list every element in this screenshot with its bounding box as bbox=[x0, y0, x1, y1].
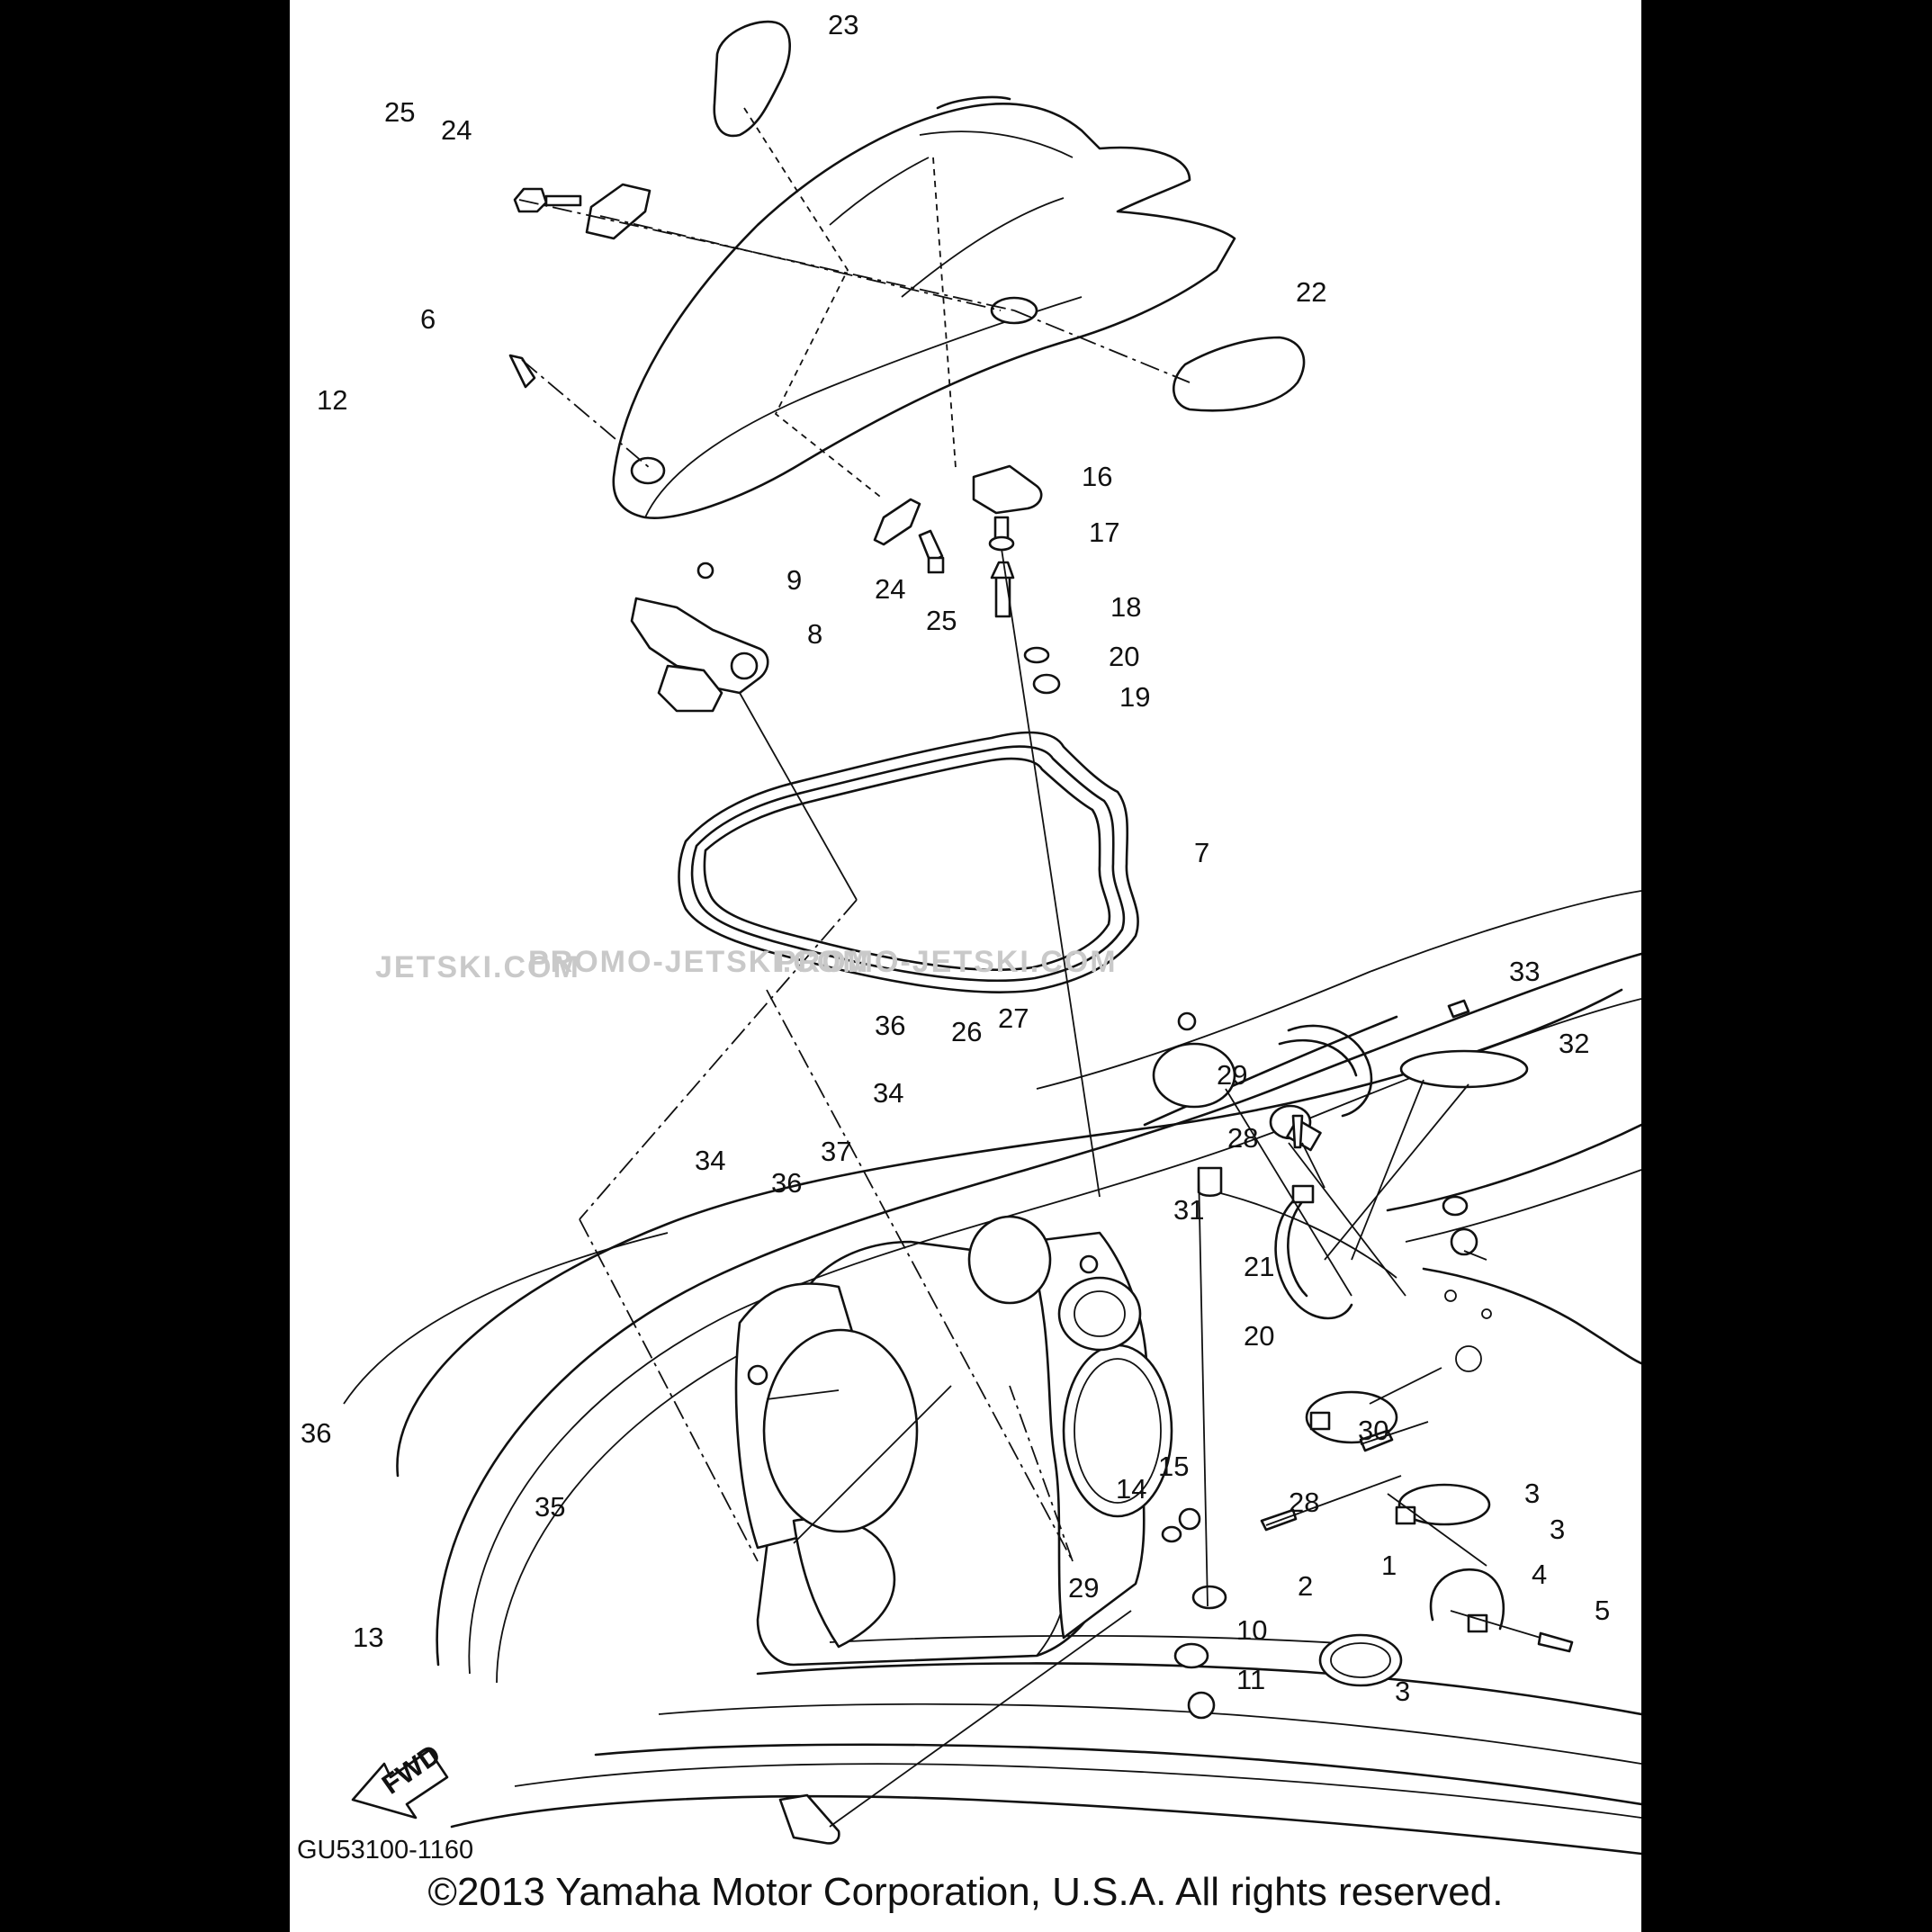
nut-19 bbox=[1032, 673, 1061, 695]
callout-25: 25 bbox=[384, 96, 415, 128]
nut-11 bbox=[1187, 1691, 1216, 1720]
callout-23: 23 bbox=[828, 9, 858, 40]
callout-19: 19 bbox=[1119, 681, 1150, 713]
callout-17: 17 bbox=[1089, 517, 1119, 548]
band-30 bbox=[1305, 1390, 1398, 1444]
screw-36 bbox=[1177, 1011, 1197, 1031]
callout-37: 37 bbox=[821, 1136, 851, 1167]
callout-14: 14 bbox=[1116, 1473, 1146, 1505]
nut-21 bbox=[1450, 1227, 1478, 1256]
callout-12: 12 bbox=[317, 384, 347, 416]
svg-text:JETSKI.COM: JETSKI.COM bbox=[375, 950, 580, 984]
plate-24-lower bbox=[873, 498, 921, 546]
band-4 bbox=[1429, 1568, 1505, 1631]
callout-20b: 20 bbox=[1244, 1320, 1274, 1352]
callout-35: 35 bbox=[535, 1491, 565, 1523]
rivet-12 bbox=[508, 354, 536, 389]
svg-text:PROMO-JETSKI.COM: PROMO-JETSKI.COM bbox=[776, 945, 1118, 979]
callout-21: 21 bbox=[1244, 1251, 1274, 1282]
cover-34-upper bbox=[1152, 1042, 1236, 1109]
callout-2: 2 bbox=[1298, 1570, 1313, 1602]
callout-11: 11 bbox=[1236, 1664, 1265, 1695]
callout-26: 26 bbox=[951, 1016, 982, 1047]
nut-15 bbox=[1178, 1507, 1201, 1531]
callout-33: 33 bbox=[1509, 956, 1540, 987]
bumper-13 bbox=[778, 1793, 840, 1845]
seal-7 bbox=[678, 731, 1139, 993]
diagram-code: GU53100-1160 bbox=[297, 1836, 474, 1865]
callout-36c: 36 bbox=[301, 1417, 331, 1449]
callout-34: 34 bbox=[873, 1077, 903, 1109]
band-31 bbox=[1274, 1195, 1353, 1320]
callout-34b: 34 bbox=[695, 1145, 725, 1176]
copyright-notice: ©2013 Yamaha Motor Corporation, U.S.A. A… bbox=[427, 1870, 1504, 1914]
callout-7: 7 bbox=[1194, 837, 1209, 868]
callout-6: 6 bbox=[420, 303, 436, 335]
callout-3: 3 bbox=[1524, 1478, 1540, 1509]
callout-28b: 28 bbox=[1289, 1487, 1319, 1518]
callout-1: 1 bbox=[1381, 1550, 1397, 1581]
rivet-5 bbox=[1537, 1631, 1574, 1653]
callout-13: 13 bbox=[353, 1622, 383, 1653]
cover-34-lower bbox=[967, 1215, 1052, 1305]
callout-5: 5 bbox=[1595, 1595, 1610, 1626]
callout-30: 30 bbox=[1358, 1415, 1388, 1446]
screw-33 bbox=[1447, 999, 1470, 1019]
watermark: JETSKI.COM PROMO-JETSKI.COM PROMO-JETSKI… bbox=[375, 945, 1118, 984]
callout-27: 27 bbox=[998, 1002, 1029, 1034]
callout-10: 10 bbox=[1236, 1614, 1267, 1646]
band-3 bbox=[1397, 1483, 1491, 1526]
callout-24: 24 bbox=[441, 114, 472, 146]
fwd-arrow-icon bbox=[351, 1748, 449, 1820]
clip-16 bbox=[972, 464, 1043, 515]
callout-18: 18 bbox=[1110, 591, 1141, 623]
screw-9 bbox=[696, 562, 714, 580]
callout-labels: 1 2 3 3 3 4 5 6 7 8 9 10 11 12 13 14 15 … bbox=[301, 9, 1610, 1707]
callout-9: 9 bbox=[786, 564, 802, 596]
callout-8: 8 bbox=[807, 618, 822, 650]
callout-31: 31 bbox=[1173, 1194, 1204, 1226]
handle-23 bbox=[713, 20, 791, 138]
callout-4: 4 bbox=[1532, 1559, 1547, 1590]
callout-29b: 29 bbox=[1068, 1572, 1099, 1604]
cover-35 bbox=[762, 1328, 919, 1533]
washer-20 bbox=[1023, 646, 1050, 664]
callout-36b: 36 bbox=[771, 1167, 802, 1199]
callout-28: 28 bbox=[1227, 1122, 1258, 1154]
plug-37 bbox=[1197, 1166, 1223, 1198]
callout-22: 22 bbox=[1296, 276, 1326, 308]
callout-3b: 3 bbox=[1550, 1514, 1565, 1545]
plate-24 bbox=[585, 183, 651, 240]
cover-22 bbox=[1172, 336, 1306, 412]
callout-36: 36 bbox=[875, 1010, 905, 1041]
callout-24b: 24 bbox=[875, 573, 905, 605]
clamp-27 bbox=[1287, 1024, 1373, 1118]
callout-20: 20 bbox=[1109, 641, 1139, 672]
bolt-25 bbox=[513, 187, 548, 213]
washer-14 bbox=[1161, 1525, 1182, 1543]
callout-29: 29 bbox=[1217, 1059, 1247, 1091]
rivet-29-upper bbox=[1291, 1114, 1304, 1149]
cover-32 bbox=[1399, 1049, 1529, 1089]
washer-20-lower bbox=[1442, 1195, 1469, 1217]
callout-25b: 25 bbox=[926, 605, 957, 636]
callout-3c: 3 bbox=[1395, 1676, 1410, 1707]
seat-6 bbox=[612, 95, 1236, 519]
parts-diagram: FWD 1 2 3 3 3 4 5 6 7 8 9 10 11 12 13 14 bbox=[301, 9, 1641, 1856]
stud-18 bbox=[994, 574, 1011, 618]
latch-8 bbox=[630, 597, 769, 713]
svg-text:PROMO-JETSKI.COM: PROMO-JETSKI.COM bbox=[528, 945, 870, 979]
diagram-sheet: FWD 1 2 3 3 3 4 5 6 7 8 9 10 11 12 13 14 bbox=[290, 0, 1641, 1932]
callout-16: 16 bbox=[1082, 461, 1112, 492]
callout-15: 15 bbox=[1158, 1451, 1189, 1482]
washer-10 bbox=[1173, 1642, 1209, 1669]
callout-32: 32 bbox=[1559, 1028, 1589, 1059]
